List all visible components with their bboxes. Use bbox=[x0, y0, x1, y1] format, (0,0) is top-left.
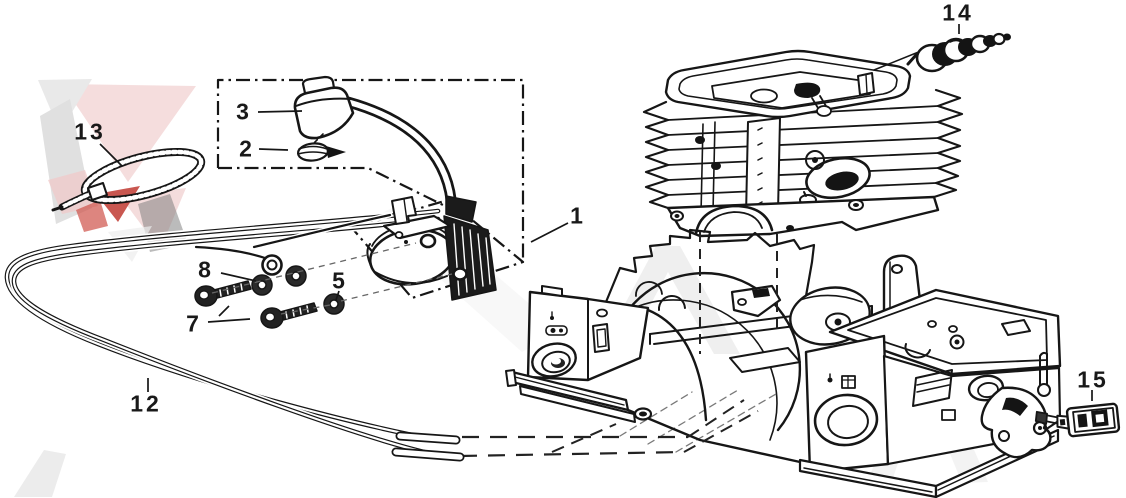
screw bbox=[194, 280, 252, 307]
callout-8: 8 bbox=[198, 256, 214, 283]
callout-1: 1 bbox=[570, 202, 586, 229]
hardware-alignment-leaders bbox=[211, 242, 453, 315]
screw bbox=[260, 302, 318, 329]
cylinder-assembly bbox=[642, 49, 964, 238]
ignition-coil bbox=[340, 94, 497, 301]
assembly-dashed-lines bbox=[459, 232, 778, 458]
callout-12: 12 bbox=[130, 390, 162, 417]
boot-spring bbox=[296, 133, 346, 162]
callout-13: 13 bbox=[74, 118, 106, 145]
callout-3: 3 bbox=[236, 98, 252, 125]
spark-plug-boot bbox=[293, 75, 355, 140]
callout-leaders bbox=[99, 24, 1093, 401]
wiring-harness bbox=[3, 207, 465, 462]
callout-5: 5 bbox=[332, 267, 348, 294]
spark-plug bbox=[873, 32, 1011, 73]
stop-switch bbox=[1034, 402, 1121, 438]
callout-15: 15 bbox=[1077, 366, 1109, 393]
grouping-box-ignition bbox=[216, 78, 525, 262]
callout-7: 7 bbox=[186, 310, 202, 337]
callout-14: 14 bbox=[942, 0, 974, 26]
cable-tie bbox=[51, 147, 206, 212]
mounting-hardware bbox=[194, 254, 345, 329]
callout-2: 2 bbox=[239, 135, 255, 162]
